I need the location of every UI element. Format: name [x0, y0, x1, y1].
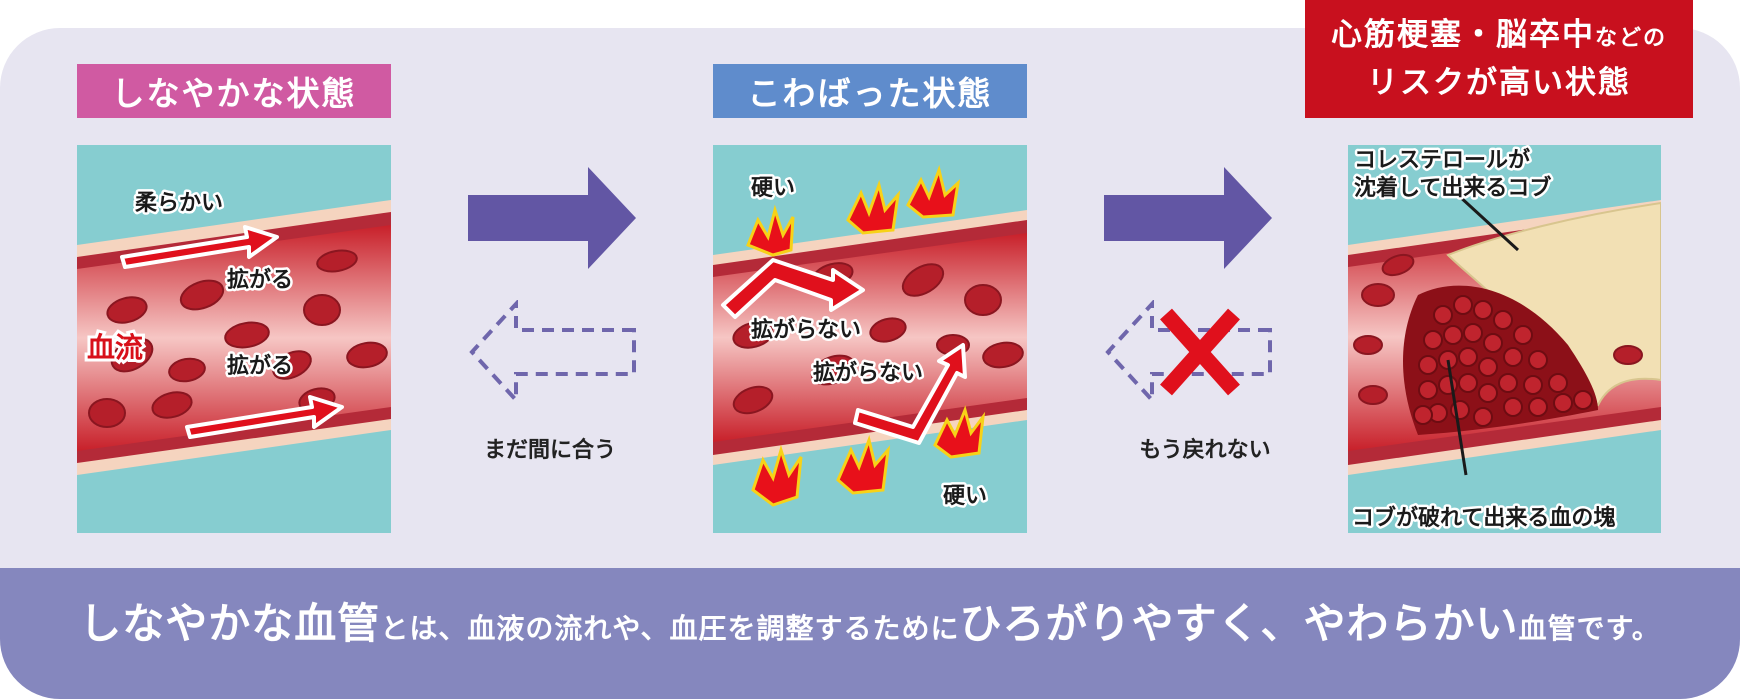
stiff-vessel-illustration: 硬い 硬い 拡がらない 拡がらない: [713, 145, 1027, 533]
irreversible-label: もう戻れない: [1139, 438, 1271, 463]
caption-bar: [0, 568, 1740, 699]
supple-state-title: しなやかな状態: [77, 64, 391, 118]
blood-flow-label: 血流: [87, 331, 143, 364]
right-arrow-icon: [468, 167, 636, 269]
caption-text: しなやかな血管とは、血液の流れや、血圧を調整するためにひろがりやすく、やわらかい…: [79, 599, 1661, 648]
cholesterol-label-line2: 沈着して出来るコブ: [1354, 175, 1551, 201]
right-arrow-icon-2: [1104, 167, 1272, 269]
not-expand-label-1: 拡がらない: [751, 317, 861, 343]
high-risk-state-title: 心筋梗塞・脳卒中などの リスクが高い状態: [1305, 0, 1693, 118]
high-risk-vessel-illustration: コレステロールが 沈着して出来るコブ コブが破れて出来る血の塊: [1348, 145, 1661, 533]
reversible-label: まだ間に合う: [483, 438, 616, 463]
soft-label: 柔らかい: [135, 191, 223, 216]
expand-label-top: 拡がる: [227, 267, 293, 293]
expand-label-bottom: 拡がる: [227, 353, 293, 379]
supple-vessel-illustration: 柔らかい 拡がる 拡がる 血流: [77, 145, 391, 533]
dashed-left-arrow-icon: [469, 300, 636, 404]
blocked-left-arrow-icon: [1105, 300, 1272, 404]
hard-label-bottom: 硬い: [943, 484, 987, 509]
hard-label-top: 硬い: [751, 176, 795, 201]
not-expand-label-2: 拡がらない: [813, 360, 923, 386]
cholesterol-label-line1: コレステロールが: [1354, 147, 1530, 173]
clot-label: コブが破れて出来る血の塊: [1352, 505, 1615, 531]
stiff-state-title: こわばった状態: [713, 64, 1027, 118]
